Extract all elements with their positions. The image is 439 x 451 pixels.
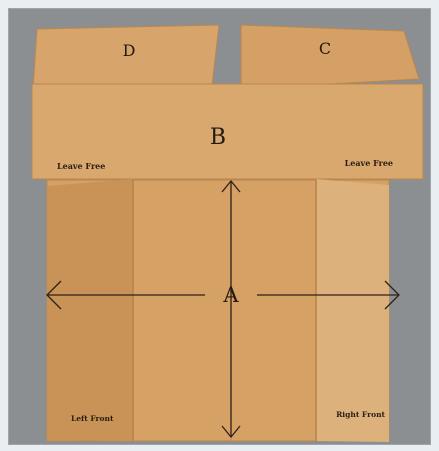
flap-c-label: C	[319, 39, 331, 58]
panel-a-label: A	[222, 283, 239, 307]
left-fold-panel	[47, 179, 133, 441]
band-left-note: Leave Free	[57, 161, 105, 171]
right-fold-panel	[316, 179, 389, 442]
band-right-note: Leave Free	[345, 158, 393, 168]
panel-right-note: Right Front	[336, 410, 385, 419]
band-b-label: B	[210, 125, 226, 150]
panel-left-note: Left Front	[71, 414, 114, 423]
flap-d-label: D	[123, 41, 136, 60]
photo: D C B Leave Free Leave Free A Left Front…	[8, 8, 431, 445]
paper-template-illustration: D C B Leave Free Leave Free A Left Front…	[9, 9, 431, 445]
